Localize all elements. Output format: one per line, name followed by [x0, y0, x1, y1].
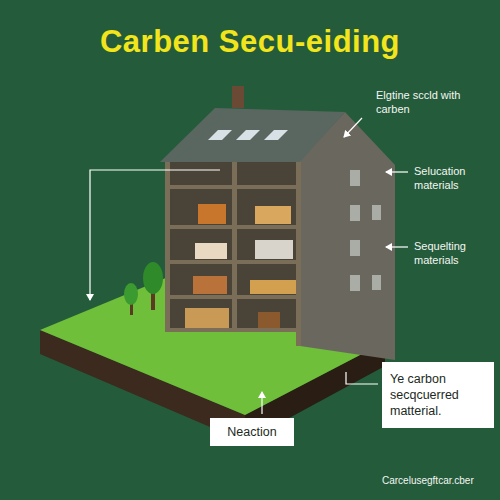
post	[296, 160, 301, 346]
cutaway-front	[165, 160, 300, 332]
chimney	[232, 86, 244, 108]
tree-crown	[143, 262, 163, 294]
box-text: Neaction	[214, 424, 290, 440]
skylight	[264, 130, 288, 140]
side-wall	[300, 112, 395, 360]
annotation-label: Carcelusegftcar.cber	[382, 474, 498, 488]
material-stack	[198, 204, 226, 224]
window	[350, 240, 360, 256]
annotation-label: Sequelting materials	[414, 239, 496, 267]
leader-line	[386, 246, 408, 247]
leader-line	[346, 372, 378, 384]
window	[350, 275, 360, 291]
callout-box: Ye carbon secqcuerred matterial.	[382, 362, 494, 428]
material-stack	[258, 312, 280, 328]
material-stack	[195, 243, 227, 259]
material-stack	[185, 308, 229, 328]
skylight	[208, 130, 232, 140]
window	[350, 170, 360, 186]
leader-line	[344, 118, 362, 137]
material-stack	[255, 240, 293, 259]
annotation-label: Selucation materials	[414, 164, 496, 192]
callout-box: Neaction	[210, 418, 294, 446]
trees	[124, 262, 163, 315]
post	[232, 160, 237, 332]
box-text: Ye carbon secqcuerred matterial.	[390, 371, 486, 419]
annotation-label: Elgtine sccld with carben	[376, 88, 476, 116]
roof	[160, 108, 345, 162]
building	[160, 86, 395, 360]
leader-lines	[90, 118, 408, 414]
leader-line	[90, 170, 220, 300]
leader-line	[386, 171, 408, 172]
window	[372, 205, 381, 220]
skylight	[236, 130, 260, 140]
diagram-title: Carben Secu-eiding	[0, 24, 500, 60]
window	[372, 275, 381, 290]
material-stack	[250, 280, 296, 294]
leader-line	[261, 392, 262, 414]
tree-crown	[124, 283, 138, 305]
material-stack	[255, 206, 291, 224]
material-stack	[193, 276, 227, 294]
post	[165, 160, 170, 332]
window	[350, 205, 360, 221]
